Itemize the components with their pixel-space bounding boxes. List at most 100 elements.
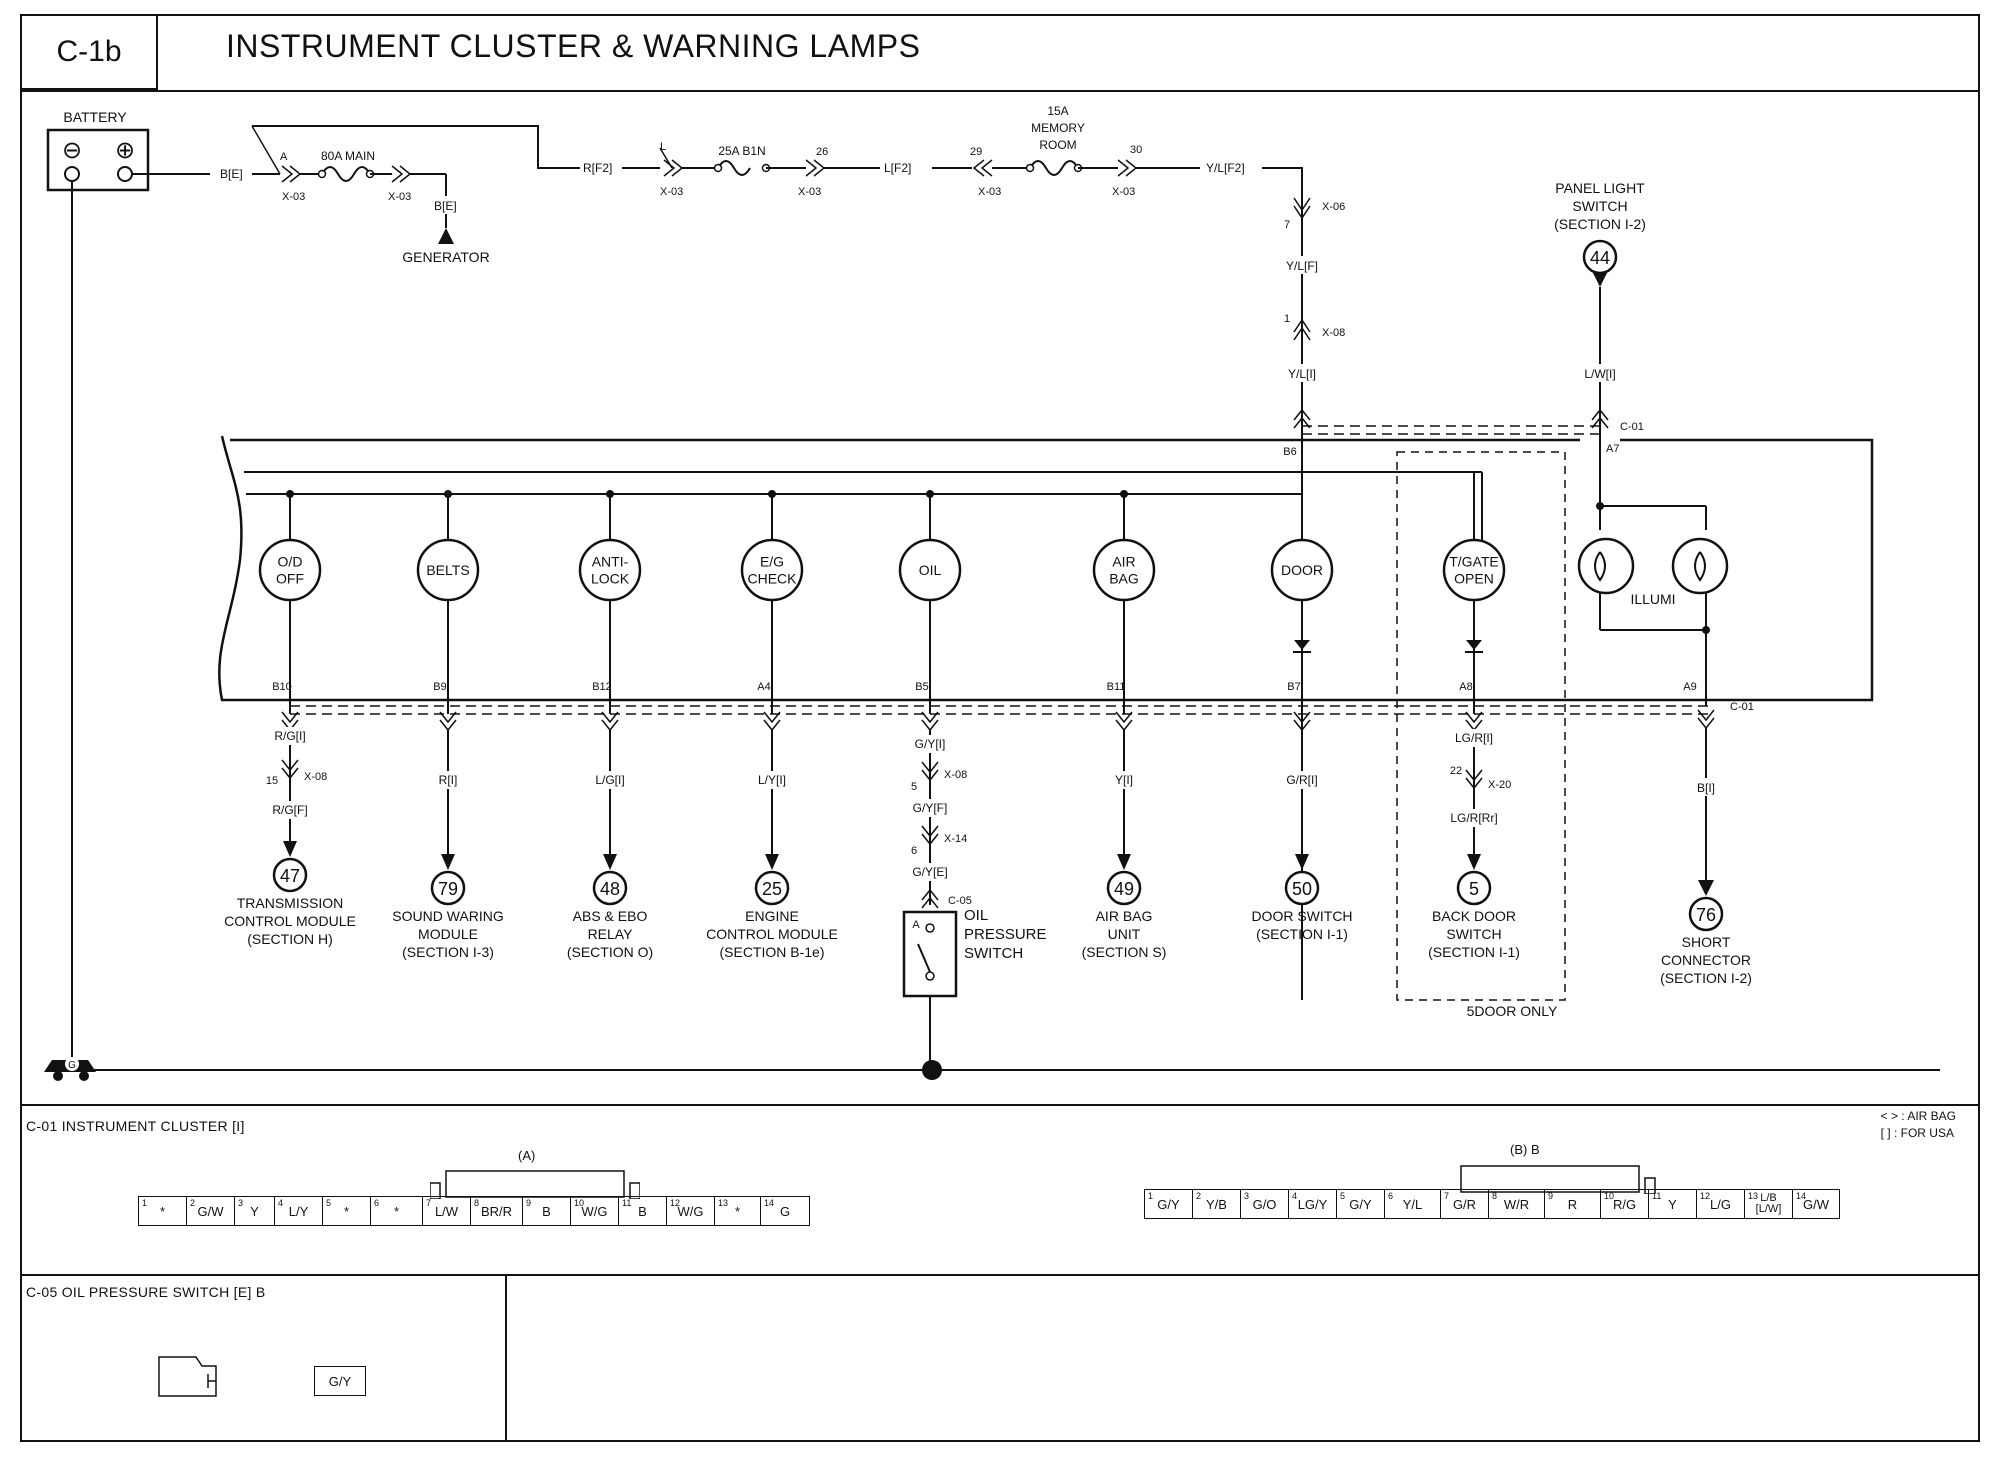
wire-label: G/R[I]	[1286, 773, 1317, 787]
destination-label: SWITCH	[1446, 926, 1501, 942]
svg-text:X-03: X-03	[388, 191, 411, 203]
section-ref-number: 5	[1469, 879, 1479, 899]
lamp-label: DOOR	[1281, 562, 1323, 578]
svg-text:SHORT: SHORT	[1682, 934, 1731, 950]
connector-icon	[972, 159, 993, 177]
svg-text:B6: B6	[1283, 446, 1296, 458]
lamp-label: CHECK	[747, 571, 797, 587]
svg-text:26: 26	[816, 146, 828, 158]
svg-text:76: 76	[1696, 905, 1716, 925]
lamp-label: LOCK	[591, 571, 630, 587]
section-ref-badge[interactable]	[1106, 870, 1142, 906]
cluster-pin: B12	[592, 681, 612, 693]
connector-icon	[663, 159, 684, 177]
connector-section-divider	[22, 1104, 1978, 1106]
five-door-only-box	[1396, 451, 1566, 1001]
destination-label: (SECTION I-1)	[1428, 944, 1520, 960]
section-ref-badge[interactable]	[592, 870, 628, 906]
c01-a-label: (A)	[518, 1148, 536, 1163]
connector-icon	[921, 825, 939, 846]
fuse-icon	[321, 166, 371, 182]
svg-text:1: 1	[1284, 313, 1290, 325]
destination-label: CONTROL MODULE	[706, 926, 838, 942]
connector-icon	[921, 888, 939, 909]
section-ref-number: 48	[600, 879, 620, 899]
diagram-frame	[20, 14, 1980, 1442]
generator-wire-label: B[E]	[434, 199, 457, 213]
cluster-pin: B5	[915, 681, 928, 693]
oil-switch-connector-icon	[158, 1356, 217, 1397]
connector-pin: 6*	[371, 1197, 423, 1225]
destination-label: UNIT	[1108, 926, 1141, 942]
lamp-label: OPEN	[1454, 571, 1494, 587]
destination-label: CONTROL MODULE	[224, 913, 356, 929]
cluster-pin: B10	[272, 681, 292, 693]
wire-label: R/G[F]	[272, 803, 307, 817]
connector-icon	[281, 759, 299, 780]
svg-text:C-01: C-01	[1620, 421, 1644, 433]
connector-pin: 13*	[715, 1197, 761, 1225]
wire-label: R/G[I]	[274, 729, 305, 743]
destination-label: PRESSURE	[964, 926, 1047, 943]
destination-label: SWITCH	[964, 945, 1023, 962]
section-ref-number: 50	[1292, 879, 1312, 899]
wire-label: L/G[I]	[595, 773, 624, 787]
short-connector-ref-badge[interactable]	[1688, 896, 1724, 932]
c05-split	[505, 1276, 507, 1441]
section-ref-badge[interactable]	[430, 870, 466, 906]
svg-text:L[F2]: L[F2]	[884, 161, 911, 175]
battery-negative-icon: ⊖	[62, 137, 82, 164]
wire-label: LG/R[I]	[1455, 731, 1493, 745]
svg-text:A7: A7	[1606, 443, 1619, 455]
c05-title: C-05 OIL PRESSURE SWITCH [E] B	[26, 1284, 266, 1300]
svg-text:L: L	[660, 141, 666, 153]
diode-icon	[1466, 640, 1482, 650]
destination-label: SOUND WARING	[392, 908, 503, 924]
section-code: C-1b	[22, 16, 158, 90]
legend: < > : AIR BAG [ ] : FOR USA	[1880, 1109, 1956, 1140]
generator-arrow-icon	[438, 228, 454, 244]
svg-text:R[F2]: R[F2]	[583, 161, 612, 175]
wire-label: G/Y[F]	[913, 801, 948, 815]
wire-label: G/Y[I]	[915, 737, 946, 751]
destination-label: MODULE	[418, 926, 478, 942]
section-ref-number: 25	[762, 879, 782, 899]
connector-icon	[1697, 709, 1715, 730]
svg-text:L/W[I]: L/W[I]	[1584, 367, 1615, 381]
svg-text:Y/L[F2]: Y/L[F2]	[1206, 161, 1245, 175]
generator-label: GENERATOR	[402, 249, 489, 265]
destination-label: (SECTION I-3)	[402, 944, 494, 960]
connector-icon	[1293, 197, 1311, 220]
section-ref-badge[interactable]	[754, 870, 790, 906]
illumination-lamp-icon	[1671, 537, 1729, 595]
section-ref-number: 49	[1114, 879, 1134, 899]
section-ref-badge[interactable]	[1284, 870, 1320, 906]
svg-text:C-05: C-05	[948, 895, 972, 907]
svg-text:C-01: C-01	[1730, 701, 1754, 713]
section-ref-badge[interactable]	[1456, 870, 1492, 906]
section-ref-badge[interactable]	[272, 857, 308, 893]
destination-label: TRANSMISSION	[237, 895, 344, 911]
svg-text:X-03: X-03	[282, 191, 305, 203]
c01-title: C-01 INSTRUMENT CLUSTER [I]	[26, 1118, 245, 1134]
lamp-label: OIL	[919, 562, 942, 578]
fuse-icon	[717, 160, 751, 176]
wire-label: R[I]	[439, 773, 458, 787]
lamp-label: ANTI-	[592, 554, 629, 570]
svg-text:6: 6	[911, 845, 917, 857]
wire-label: LG/R[Rr]	[1450, 811, 1497, 825]
